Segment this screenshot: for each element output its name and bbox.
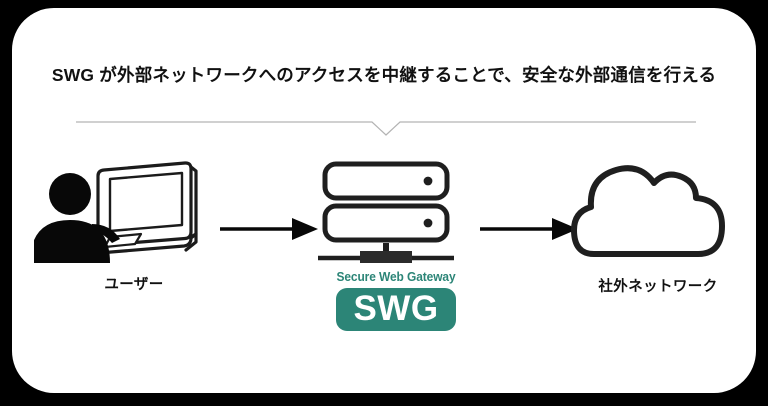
person-arm <box>90 224 120 243</box>
server-unit-bottom <box>322 203 450 243</box>
node-user: ユーザー <box>34 158 234 294</box>
swg-graphic <box>296 158 496 263</box>
server-led-top <box>423 176 433 186</box>
node-cloud: 社外ネットワーク <box>558 158 756 296</box>
divider-notch-icon <box>75 121 697 136</box>
page-title: SWG が外部ネットワークへのアクセスを中継することで、安全な外部通信を行える <box>51 65 717 85</box>
node-cloud-label: 社外ネットワーク <box>598 279 718 295</box>
cloud-icon <box>571 165 725 257</box>
server-stem <box>383 243 389 252</box>
diagram-card: SWG が外部ネットワークへのアクセスを中継することで、安全な外部通信を行える <box>12 8 756 393</box>
swg-caption: Secure Web Gateway <box>336 269 456 284</box>
node-swg: Secure Web Gateway SWG <box>296 158 496 331</box>
server-led-bottom <box>423 218 433 228</box>
cloud-graphic <box>558 158 756 263</box>
laptop-screen <box>108 171 184 233</box>
arrow-right-icon <box>220 218 318 240</box>
swg-badge: SWG <box>336 288 456 331</box>
server-base-block <box>360 251 412 263</box>
server-unit-top <box>322 161 450 201</box>
title-divider <box>75 108 697 138</box>
server-stack-icon <box>318 161 454 263</box>
swg-badge-wrapper: SWG <box>296 288 496 331</box>
person-head <box>49 173 91 215</box>
arrow-user-to-swg <box>220 215 320 243</box>
arrow-right-icon <box>480 218 578 240</box>
cloud-outline <box>571 165 725 257</box>
user-graphic <box>34 158 234 263</box>
arrow-swg-to-cloud <box>480 215 580 243</box>
user-with-laptop-icon <box>34 161 198 263</box>
node-user-label: ユーザー <box>104 277 164 293</box>
